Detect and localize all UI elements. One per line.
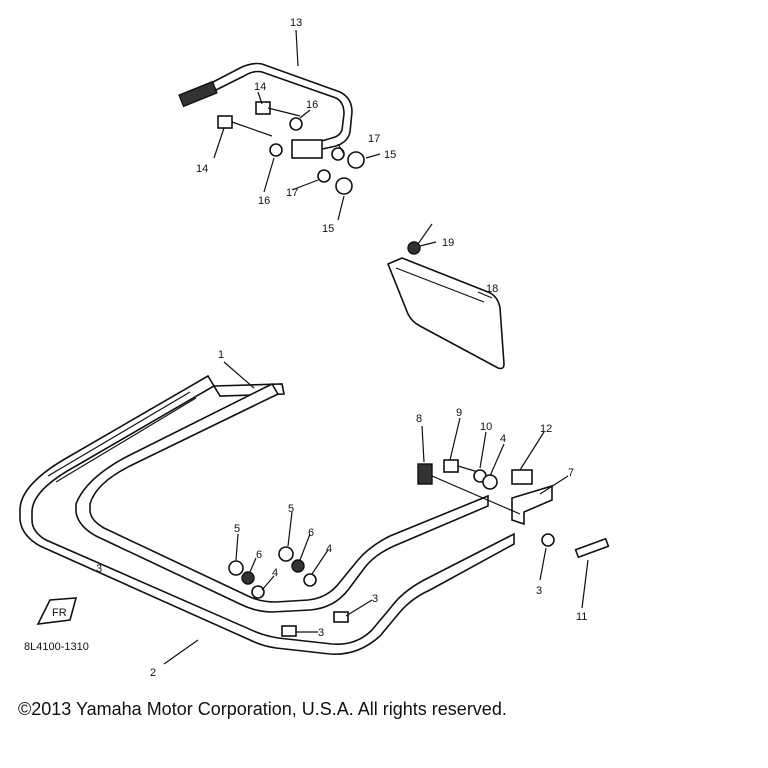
side-bracket-group xyxy=(417,459,610,559)
washer-6-mid xyxy=(291,559,305,573)
callout-16-upper: 16 xyxy=(306,99,318,111)
callout-9: 9 xyxy=(456,407,462,419)
callout-15-lower: 15 xyxy=(322,223,334,235)
callout-3-right: 3 xyxy=(536,585,542,597)
callout-1: 1 xyxy=(218,349,224,361)
bolt-14-lower xyxy=(217,115,233,129)
fr-mark-text: FR xyxy=(52,607,67,619)
bumper-assembly xyxy=(19,374,515,655)
bolt-3-mid xyxy=(281,625,297,637)
nut-4-right xyxy=(482,474,498,490)
nut-15-upper xyxy=(347,151,365,169)
handle-grip xyxy=(178,80,218,108)
strip-11 xyxy=(574,537,610,559)
cap-12 xyxy=(511,469,533,485)
callout-10: 10 xyxy=(480,421,492,433)
bolt-3-right xyxy=(541,533,555,547)
callout-11: 11 xyxy=(576,611,587,623)
washer-17-lower xyxy=(317,169,331,183)
callout-17-upper: 17 xyxy=(368,133,380,145)
callout-13: 13 xyxy=(290,17,302,29)
handle-fasteners xyxy=(217,101,365,195)
front-direction-mark: FR xyxy=(36,597,78,625)
callout-4-mid: 4 xyxy=(326,543,332,555)
cover-plate xyxy=(386,223,505,370)
callout-6-left: 6 xyxy=(256,549,262,561)
copyright-notice: ©2013 Yamaha Motor Corporation, U.S.A. A… xyxy=(18,699,507,719)
bracket-8 xyxy=(417,463,433,485)
callout-5-left: 5 xyxy=(234,523,240,535)
nut-5-mid xyxy=(278,546,294,562)
bumper-inner xyxy=(75,382,489,613)
callout-3-mid: 3 xyxy=(318,627,324,639)
callout-5-mid: 5 xyxy=(288,503,294,515)
lower-fasteners xyxy=(228,546,349,637)
bolt-14-upper xyxy=(255,101,271,115)
washer-16-upper xyxy=(289,117,303,131)
handle-bracket xyxy=(291,139,323,159)
washer-16-lower xyxy=(269,143,283,157)
nut-4-left xyxy=(251,585,265,599)
nut-15-lower xyxy=(335,177,353,195)
callout-3-left: 3 xyxy=(96,563,102,575)
callout-16-lower: 16 xyxy=(258,195,270,207)
callouts: 13 14 16 14 16 17 17 15 15 19 18 1 2 8 9… xyxy=(96,17,587,679)
bolt-9 xyxy=(443,459,459,473)
callout-14-lower: 14 xyxy=(196,163,208,175)
callout-4-left: 4 xyxy=(272,567,278,579)
callout-4-right: 4 xyxy=(500,433,506,445)
callout-12: 12 xyxy=(540,423,552,435)
washer-17-upper xyxy=(331,147,345,161)
bolt-3-low xyxy=(333,611,349,623)
callout-8: 8 xyxy=(416,413,422,425)
bracket-7 xyxy=(511,484,553,526)
diagram-code: 8L4100-1310 xyxy=(24,641,89,653)
callout-2: 2 xyxy=(150,667,156,679)
callout-19: 19 xyxy=(442,237,454,249)
leader-lines xyxy=(163,29,589,665)
nut-4-mid xyxy=(303,573,317,587)
screw-19 xyxy=(407,241,421,255)
callout-15-upper: 15 xyxy=(384,149,396,161)
callout-18: 18 xyxy=(486,283,498,295)
nut-5-left xyxy=(228,560,244,576)
washer-6-left xyxy=(241,571,255,585)
callout-7: 7 xyxy=(568,467,574,479)
callout-6-mid: 6 xyxy=(308,527,314,539)
bumper-outer xyxy=(19,374,515,655)
callout-3-upper: 3 xyxy=(372,593,378,605)
callout-17-lower: 17 xyxy=(286,187,298,199)
callout-14-upper: 14 xyxy=(254,81,266,93)
